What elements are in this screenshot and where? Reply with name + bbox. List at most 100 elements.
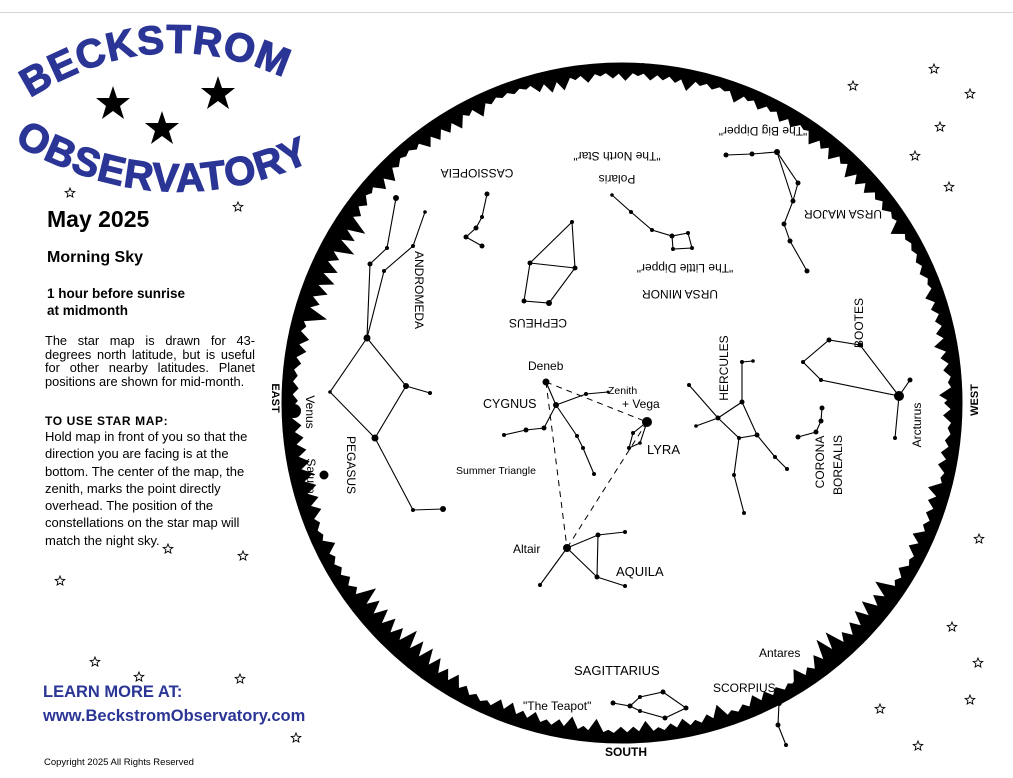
label-lyra: LYRA [647, 442, 680, 457]
tree-silhouette [936, 322, 949, 341]
tree-silhouette [667, 74, 686, 83]
tree-silhouette [333, 223, 355, 242]
tree-silhouette [939, 385, 954, 405]
tree-silhouette [873, 594, 892, 612]
star-point [393, 195, 399, 201]
star-point [732, 473, 736, 477]
tree-silhouette [337, 573, 351, 590]
tree-silhouette [927, 494, 942, 513]
tree-silhouette [641, 71, 661, 81]
tree-silhouette [637, 720, 656, 735]
label-venus: Venus [303, 395, 317, 428]
tree-silhouette [687, 719, 706, 729]
tree-silhouette [327, 233, 355, 255]
tree-silhouette [940, 347, 952, 366]
tree-silhouette [590, 71, 610, 77]
tree-silhouette [930, 298, 943, 316]
label-aquila: AQUILA [616, 564, 664, 579]
tree-silhouette [898, 564, 912, 581]
star-point [650, 228, 654, 232]
tree-silhouette [339, 212, 366, 234]
star-point [785, 467, 789, 471]
star-point [570, 220, 574, 224]
website-link[interactable]: www.BeckstromObservatory.com [43, 707, 306, 725]
tree-silhouette [415, 131, 431, 148]
tree-silhouette [908, 553, 918, 571]
tree-silhouette [611, 726, 631, 735]
label-north-star: "The North Star" [573, 149, 660, 163]
label-scorpius: SCORPIUS [713, 681, 776, 695]
stars [328, 149, 913, 747]
star-point [428, 391, 432, 395]
star-point [642, 417, 652, 427]
tree-silhouette [825, 632, 850, 658]
tree-silhouette [813, 655, 831, 673]
map-description: The star map is drawn for 43-degrees nor… [45, 333, 255, 389]
tree-silhouette [447, 111, 464, 129]
star-point [775, 722, 781, 728]
label-ursa-major: URSA MAJOR [804, 207, 882, 221]
label-altair: Altair [513, 542, 540, 556]
tree-silhouette [919, 262, 931, 280]
label-sagittarius: SAGITTARIUS [574, 663, 660, 678]
star-point [638, 709, 642, 713]
label-cepheus: CEPHEUS [509, 316, 567, 330]
decorative-star-icon [133, 670, 145, 682]
tree-silhouette [305, 504, 322, 522]
direction-north: NORTH [605, 60, 644, 72]
logo-stars-icon [96, 76, 235, 144]
tree-silhouette [736, 704, 754, 715]
star-point [411, 508, 415, 512]
tree-silhouette [875, 581, 899, 602]
star-point [627, 446, 631, 450]
tree-silhouette [712, 704, 731, 723]
star-point [484, 191, 490, 197]
star-point [894, 391, 904, 401]
star-point [403, 383, 409, 389]
label-polaris: Polaris [599, 172, 636, 186]
venus-marker [287, 404, 301, 418]
top-divider [0, 12, 1013, 13]
star-point [660, 689, 666, 695]
star-point [385, 246, 389, 250]
label-antares: Antares [759, 646, 800, 660]
timing-line-1: 1 hour before sunrise [47, 286, 186, 301]
tree-silhouette [935, 310, 946, 329]
label-ursa-minor: URSA MINOR [642, 287, 718, 301]
tree-silhouette [943, 406, 954, 426]
tree-silhouette [316, 256, 338, 274]
tree-silhouette [748, 695, 766, 710]
star-point [594, 574, 600, 580]
tree-silhouette [412, 648, 433, 672]
tree-silhouette [302, 492, 319, 510]
star-point [857, 342, 863, 348]
tree-silhouette [443, 674, 460, 693]
label-deneb: Deneb [528, 359, 564, 373]
star-point [382, 269, 386, 273]
label-saturn: Saturn [304, 458, 318, 493]
label-arcturus: Arcturus [910, 403, 924, 448]
star-point [822, 667, 828, 673]
star-point [686, 231, 690, 235]
star-point [671, 247, 675, 251]
star-point [907, 377, 913, 383]
star-point [819, 405, 825, 411]
tree-silhouette [297, 315, 307, 334]
star-point [523, 427, 529, 433]
tree-silhouette [925, 286, 939, 304]
star-point [563, 544, 571, 552]
star-point [546, 300, 552, 306]
star-point [541, 425, 547, 431]
tree-silhouette [319, 540, 336, 557]
star-point [715, 415, 721, 421]
tree-silhouette [854, 611, 876, 632]
tree-silhouette [552, 74, 572, 91]
tree-silhouette [934, 335, 951, 354]
tree-silhouette [692, 78, 711, 87]
constellation-lines [329, 151, 911, 746]
star-point [751, 359, 755, 363]
observatory-logo: BECKSTROM OBSERVATORY [9, 18, 315, 201]
upside-down-labels: CASSIOPEIA CEPHEUS URSA MINOR "The Littl… [441, 124, 882, 330]
star-point [690, 246, 694, 250]
